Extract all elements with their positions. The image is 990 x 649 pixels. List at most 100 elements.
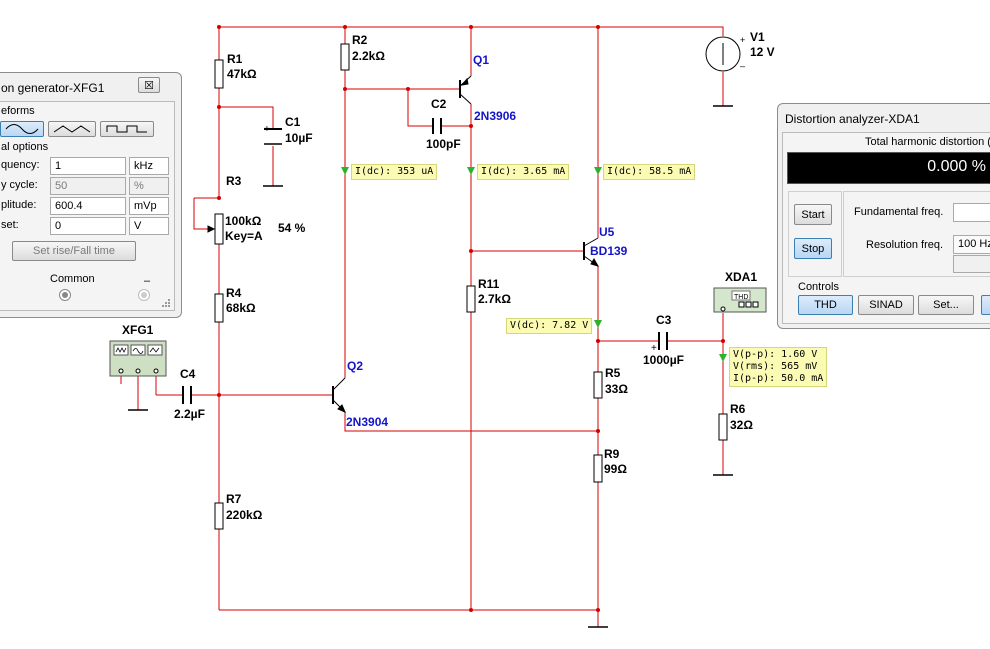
r5-name: R5 xyxy=(605,366,621,380)
run-controls-group xyxy=(788,191,842,277)
thd-display-value: 0.000 % xyxy=(927,158,986,175)
r9-name: R9 xyxy=(604,447,620,461)
probe-output: V(p-p): 1.60 V V(rms): 565 mV I(p-p): 50… xyxy=(729,347,828,387)
c3-name: C3 xyxy=(656,313,672,327)
r4-name: R4 xyxy=(226,286,242,300)
probe-output-ipp: I(p-p): 50.0 mA xyxy=(733,373,824,384)
resolution-freq-label: Resolution freq. xyxy=(866,239,944,251)
duty-cycle-input: 50 xyxy=(50,177,126,195)
analyzer-title: Distortion analyzer-XDA1 xyxy=(785,112,920,126)
svg-text:+: + xyxy=(264,124,270,135)
resistors xyxy=(214,43,728,530)
frequency-unit[interactable]: kHz xyxy=(129,157,169,175)
sinad-button[interactable]: SINAD xyxy=(858,295,914,315)
resolution-freq-extra xyxy=(953,255,990,273)
svg-text:+: + xyxy=(740,35,745,45)
resolution-freq-select[interactable]: 100 Hz xyxy=(953,235,990,254)
r6-value: 32Ω xyxy=(730,418,753,432)
r6-name: R6 xyxy=(730,402,746,416)
c4-value: 2.2µF xyxy=(174,407,205,421)
c4-name: C4 xyxy=(180,367,196,381)
display-mode-button[interactable] xyxy=(981,295,990,315)
sine-wave-button[interactable] xyxy=(0,121,44,137)
offset-unit[interactable]: V xyxy=(129,217,169,235)
q1-transistor xyxy=(459,75,472,105)
v1-value: 12 V xyxy=(750,45,775,59)
r5-value: 33Ω xyxy=(605,382,628,396)
stop-button[interactable]: Stop xyxy=(794,238,832,259)
r7-value: 220kΩ xyxy=(226,508,263,522)
amplitude-unit[interactable]: mVp xyxy=(129,197,169,215)
controls-label: Controls xyxy=(798,281,839,293)
q1-name: Q1 xyxy=(473,53,490,67)
q2-transistor xyxy=(332,377,346,413)
generator-title: on generator-XFG1 xyxy=(1,81,105,95)
frequency-label: quency: xyxy=(1,159,40,171)
distortion-analyzer-window: Distortion analyzer-XDA1 Total harmonic … xyxy=(777,103,990,329)
amplitude-input[interactable]: 600.4 xyxy=(50,197,126,215)
set-button[interactable]: Set... xyxy=(918,295,974,315)
fundamental-freq-label: Fundamental freq. xyxy=(854,206,944,218)
r1-name: R1 xyxy=(227,52,243,66)
probe-arrows xyxy=(341,167,727,362)
grounds xyxy=(128,105,733,628)
r2-value: 2.2kΩ xyxy=(352,49,385,63)
xda1-icon: THD xyxy=(713,287,767,313)
capacitors xyxy=(182,118,668,404)
minus-label: – xyxy=(144,275,151,287)
u5-model: BD139 xyxy=(590,244,628,258)
xda1-name: XDA1 xyxy=(725,270,758,284)
r2-name: R2 xyxy=(352,33,368,47)
fundamental-freq-input[interactable] xyxy=(953,203,990,222)
square-wave-button[interactable] xyxy=(100,121,154,137)
probe-q1-current: I(dc): 3.65 mA xyxy=(477,164,570,180)
thd-button[interactable]: THD xyxy=(798,295,853,315)
frequency-input[interactable]: 1 xyxy=(50,157,126,175)
q1-model: 2N3906 xyxy=(474,109,517,123)
pot-wiper xyxy=(207,225,216,233)
triangle-icon xyxy=(53,125,91,133)
thd-display: 0.000 % xyxy=(787,152,990,184)
r11-value: 2.7kΩ xyxy=(478,292,511,306)
r3-percent: 54 % xyxy=(278,221,306,235)
xfg1-name: XFG1 xyxy=(122,323,154,337)
square-icon xyxy=(106,125,147,133)
r11-name: R11 xyxy=(478,277,500,291)
function-generator-window: on generator-XFG1 ☒ eforms al options qu… xyxy=(0,72,182,318)
xda1-icon-text: THD xyxy=(734,294,748,301)
wires xyxy=(120,26,724,627)
offset-input[interactable]: 0 xyxy=(50,217,126,235)
r4-value: 68kΩ xyxy=(226,301,256,315)
c2-name: C2 xyxy=(431,97,447,111)
polarity-marks: ++ xyxy=(264,124,657,354)
offset-label: set: xyxy=(1,219,19,231)
r7-name: R7 xyxy=(226,492,242,506)
r1-value: 47kΩ xyxy=(227,67,257,81)
minus-terminal-radio[interactable] xyxy=(137,288,151,302)
signal-options-label: al options xyxy=(1,141,49,153)
close-icon[interactable]: ☒ xyxy=(138,77,160,93)
probe-u5-current: I(dc): 58.5 mA xyxy=(603,164,696,180)
v1-name: V1 xyxy=(750,30,765,44)
v1-source: + – xyxy=(705,35,745,72)
c1-name: C1 xyxy=(285,115,301,129)
start-button[interactable]: Start xyxy=(794,204,832,225)
thd-header: Total harmonic distortion ( xyxy=(865,136,990,148)
resize-grip-icon[interactable] xyxy=(161,298,171,308)
triangle-wave-button[interactable] xyxy=(48,121,96,137)
q2-name: Q2 xyxy=(347,359,364,373)
c3-value: 1000µF xyxy=(643,353,684,367)
svg-text:–: – xyxy=(740,61,745,71)
waveforms-label: eforms xyxy=(1,105,35,117)
generator-panel: eforms al options quency: 1 kHz y cycle:… xyxy=(0,101,175,311)
sine-icon xyxy=(5,124,39,134)
frequency-group xyxy=(843,191,990,277)
common-label: Common xyxy=(50,273,95,285)
c1-value: 10µF xyxy=(285,131,313,145)
svg-text:+: + xyxy=(651,343,657,354)
analyzer-panel: Total harmonic distortion ( 0.000 % Star… xyxy=(782,132,990,324)
q2-model: 2N3904 xyxy=(346,415,389,429)
common-terminal-radio[interactable] xyxy=(58,288,72,302)
u5-name: U5 xyxy=(599,225,615,239)
